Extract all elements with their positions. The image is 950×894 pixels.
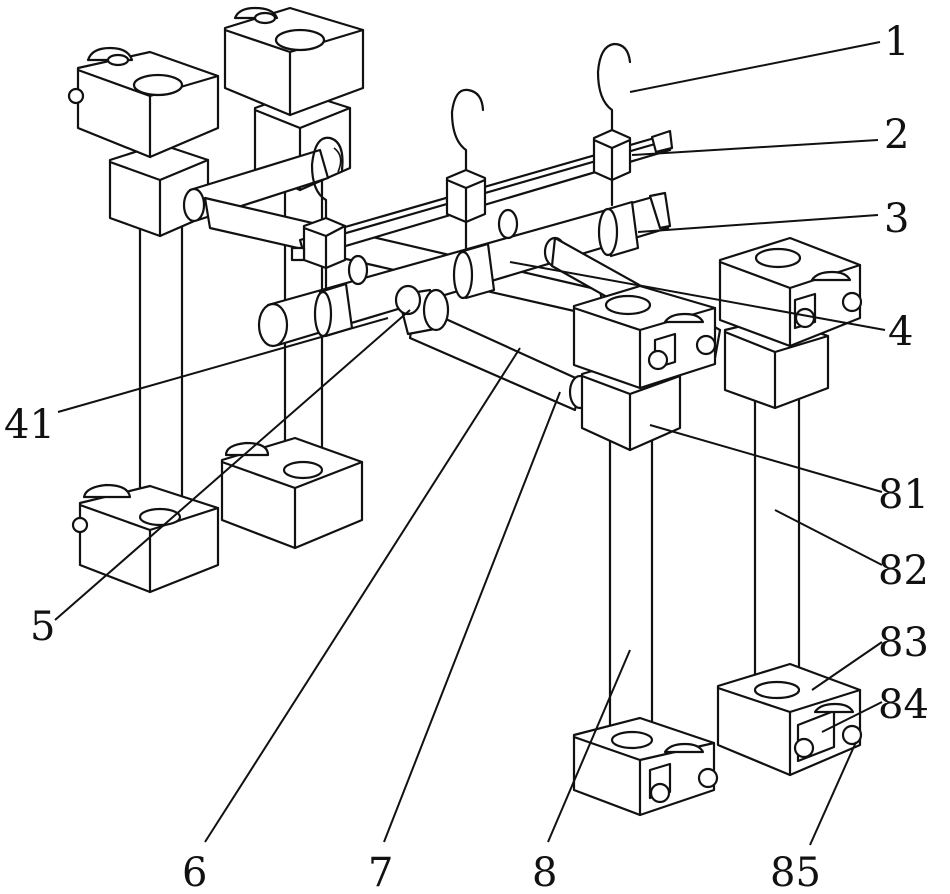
leader-7 — [384, 392, 560, 842]
front-left-column — [69, 48, 218, 592]
leader-1 — [630, 42, 880, 92]
leader-6 — [205, 348, 520, 842]
leader-41 — [58, 318, 388, 412]
leader-3 — [638, 215, 878, 232]
label-6: 6 — [182, 850, 207, 894]
label-81: 81 — [878, 472, 929, 518]
label-2: 2 — [884, 112, 909, 158]
label-84: 84 — [878, 682, 929, 728]
label-7: 7 — [368, 850, 393, 894]
back-left-column — [222, 8, 363, 548]
right-back-column — [718, 238, 861, 775]
label-5: 5 — [30, 604, 55, 650]
leader-83 — [812, 642, 882, 690]
label-1: 1 — [884, 19, 909, 65]
hook-slider-right — [594, 44, 630, 205]
label-8: 8 — [532, 850, 557, 894]
hook-slider-middle — [447, 90, 485, 250]
label-85: 85 — [770, 850, 821, 894]
label-41: 41 — [4, 402, 55, 448]
label-4: 4 — [888, 309, 913, 355]
label-83: 83 — [878, 620, 929, 666]
label-3: 3 — [884, 196, 909, 242]
label-82: 82 — [878, 548, 929, 594]
right-front-column — [574, 286, 717, 815]
